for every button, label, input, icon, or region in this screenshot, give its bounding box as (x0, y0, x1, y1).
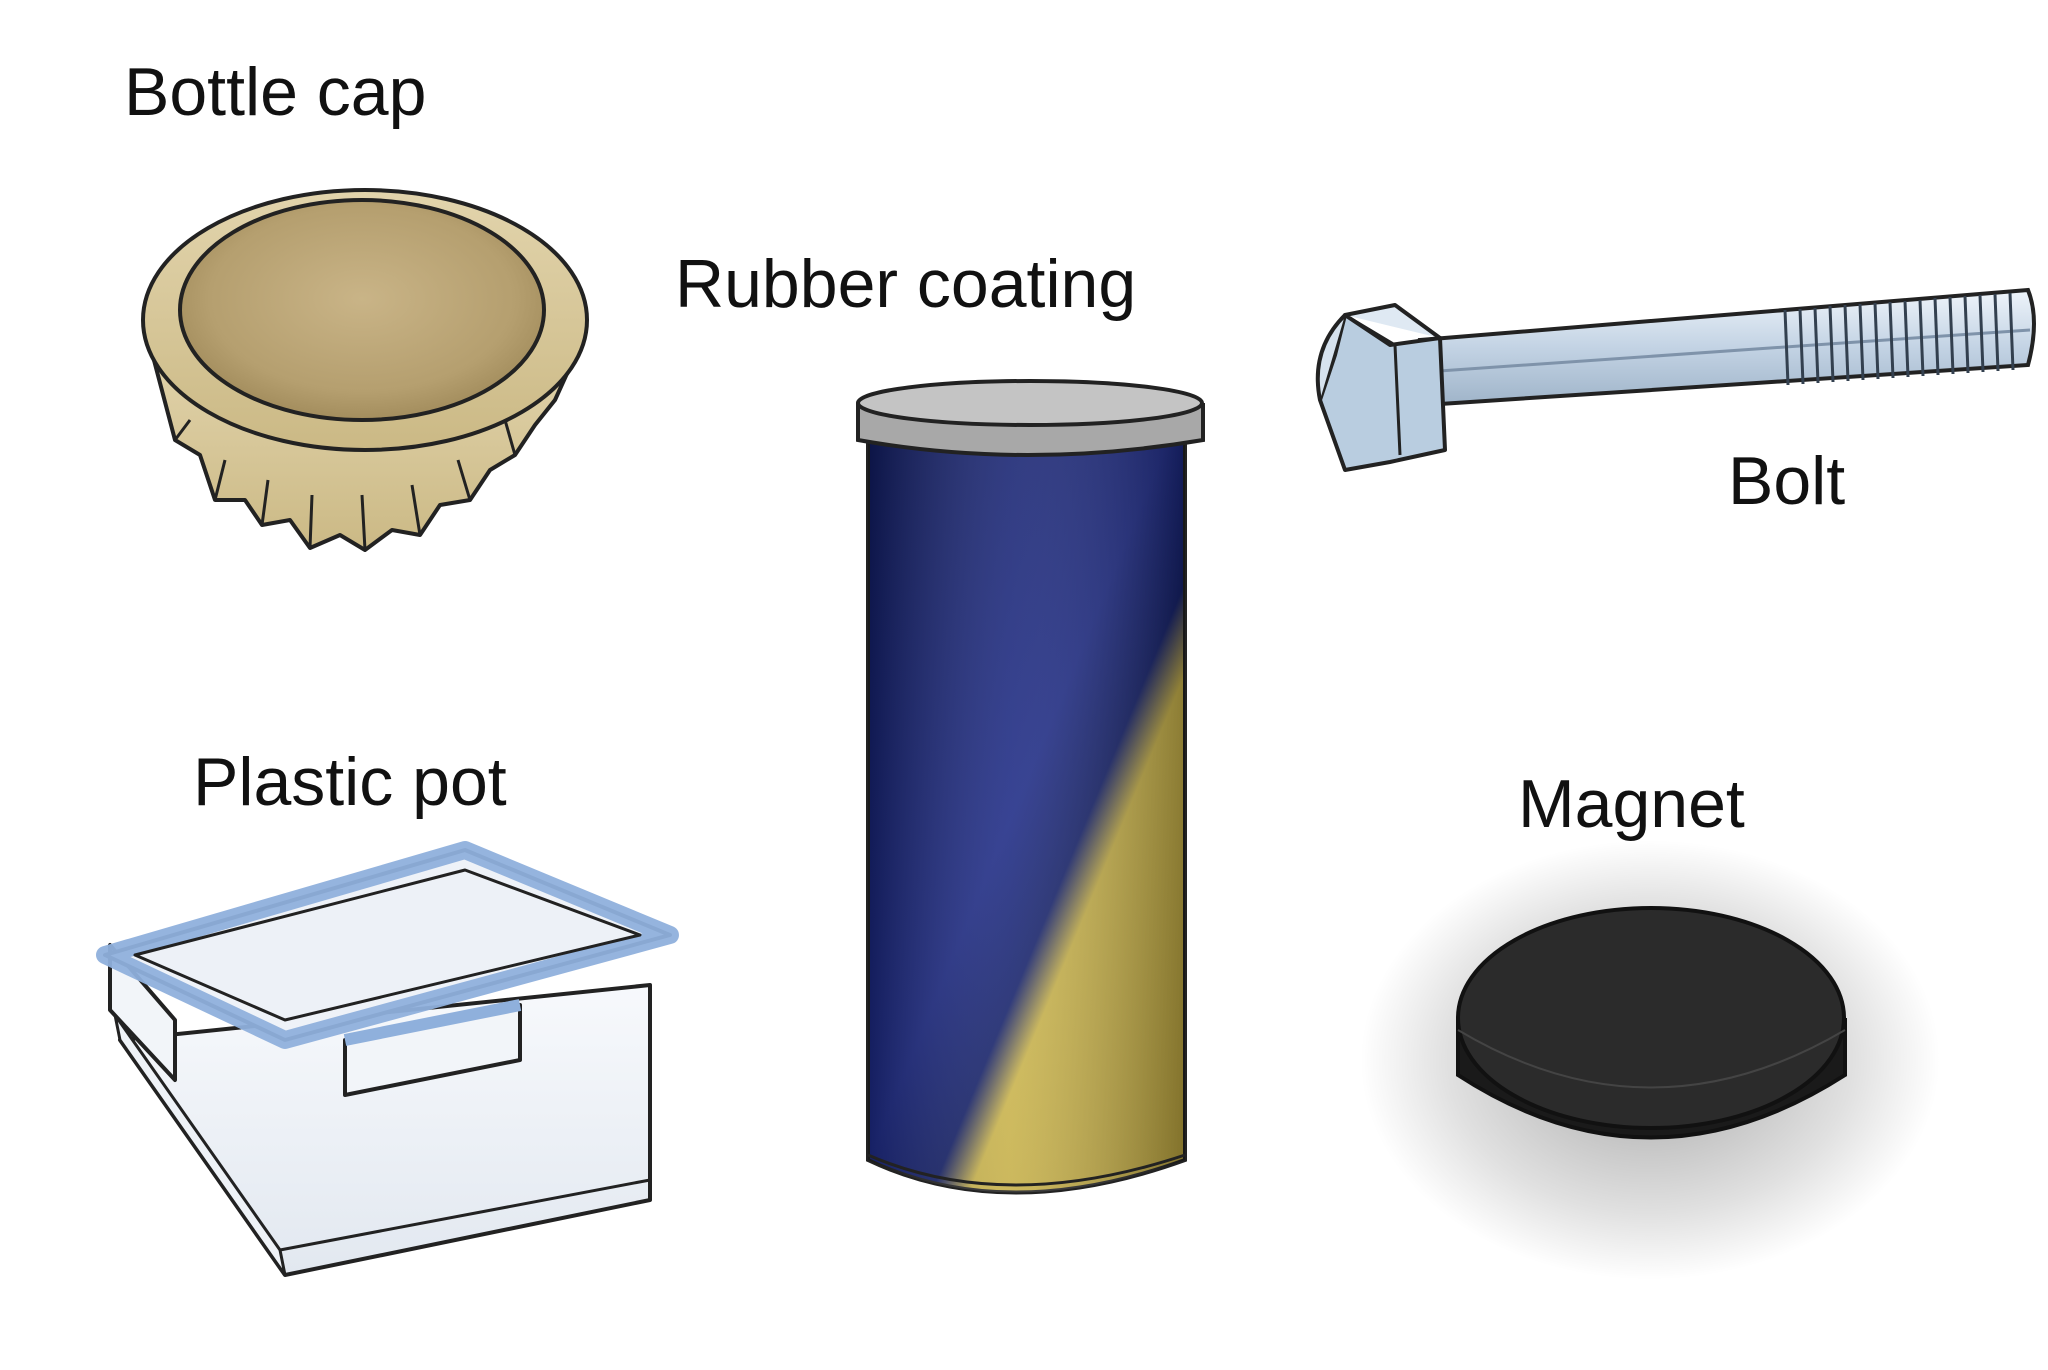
magnet-icon (1360, 840, 1940, 1280)
bottle-cap-label: Bottle cap (124, 54, 427, 130)
plastic-pot-icon (96, 841, 679, 1277)
magnet-label: Magnet (1518, 766, 1745, 842)
bottle-cap-icon (141, 188, 589, 552)
plastic-pot-label: Plastic pot (193, 744, 507, 820)
rubber-coating-can-icon (856, 379, 1205, 1195)
rubber-coating-label: Rubber coating (675, 246, 1137, 322)
bolt-icon (1315, 287, 2036, 472)
bolt-label: Bolt (1728, 443, 1846, 519)
